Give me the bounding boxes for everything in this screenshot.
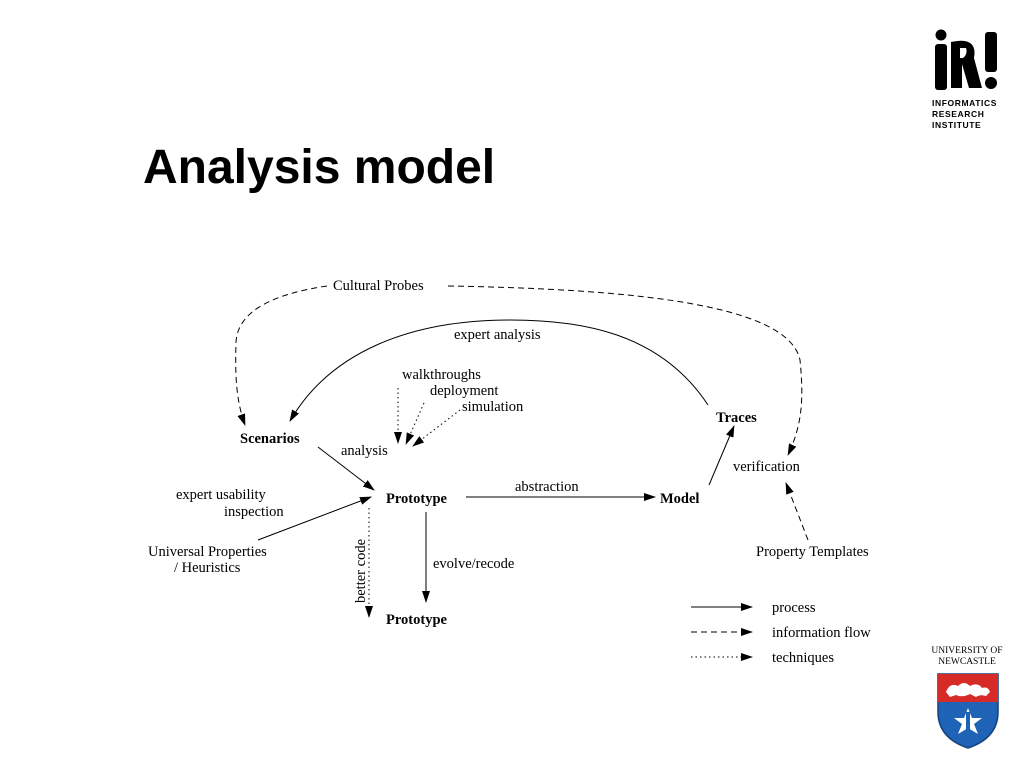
newcastle-shield-icon bbox=[937, 673, 999, 749]
legend-information-flow: information flow bbox=[772, 625, 871, 641]
iri-logo-line-3: INSTITUTE bbox=[932, 120, 982, 130]
label-evolve-recode: evolve/recode bbox=[433, 556, 514, 572]
edge-universal-properties-to-prototype bbox=[257, 496, 372, 541]
iri-logo-line-2: RESEARCH bbox=[932, 109, 985, 119]
label-analysis: analysis bbox=[341, 443, 388, 459]
label-expert-usability-line-1: expert usability bbox=[176, 487, 267, 503]
edge-cultural-probes-to-verification bbox=[447, 285, 803, 456]
node-universal-properties-line-2: / Heuristics bbox=[174, 560, 241, 576]
edge-cultural-probes-to-scenarios bbox=[235, 285, 328, 426]
iri-logo: INFORMATICS RESEARCH INSTITUTE bbox=[926, 28, 1006, 138]
edge-traces-to-scenarios bbox=[289, 319, 709, 422]
slide-title: Analysis model bbox=[143, 141, 496, 194]
edge-deployment-to-analysis bbox=[405, 402, 425, 445]
node-traces: Traces bbox=[716, 410, 757, 426]
iri-logo-mark bbox=[935, 29, 997, 90]
legend: process information flow techniques bbox=[691, 600, 871, 666]
newcastle-logo-line-2: NEWCASTLE bbox=[938, 657, 996, 667]
legend-process: process bbox=[772, 600, 816, 616]
legend-techniques: techniques bbox=[772, 650, 834, 666]
node-scenarios: Scenarios bbox=[240, 431, 300, 447]
edge-simulation-to-analysis bbox=[412, 409, 461, 447]
label-verification: verification bbox=[733, 459, 801, 475]
edge-scenarios-to-prototype bbox=[317, 446, 375, 491]
label-walkthroughs: walkthroughs bbox=[402, 367, 481, 383]
node-universal-properties-line-1: Universal Properties bbox=[148, 544, 267, 560]
node-model: Model bbox=[660, 491, 699, 507]
node-prototype: Prototype bbox=[386, 491, 448, 507]
label-deployment: deployment bbox=[430, 383, 498, 399]
label-simulation: simulation bbox=[462, 399, 524, 415]
edge-model-to-traces bbox=[708, 425, 735, 486]
newcastle-logo-line-1: UNIVERSITY OF bbox=[931, 646, 1003, 656]
label-expert-usability-line-2: inspection bbox=[224, 504, 284, 520]
node-property-templates: Property Templates bbox=[756, 544, 869, 560]
edge-property-templates-to-verification bbox=[785, 482, 809, 541]
newcastle-logo: UNIVERSITY OF NEWCASTLE bbox=[922, 646, 1014, 756]
node-prototype-evolved: Prototype bbox=[386, 612, 448, 628]
label-expert-analysis: expert analysis bbox=[454, 327, 541, 343]
iri-logo-line-1: INFORMATICS bbox=[932, 98, 997, 108]
label-abstraction: abstraction bbox=[515, 479, 579, 495]
node-cultural-probes: Cultural Probes bbox=[333, 278, 424, 294]
label-better-code: better code bbox=[353, 539, 369, 603]
